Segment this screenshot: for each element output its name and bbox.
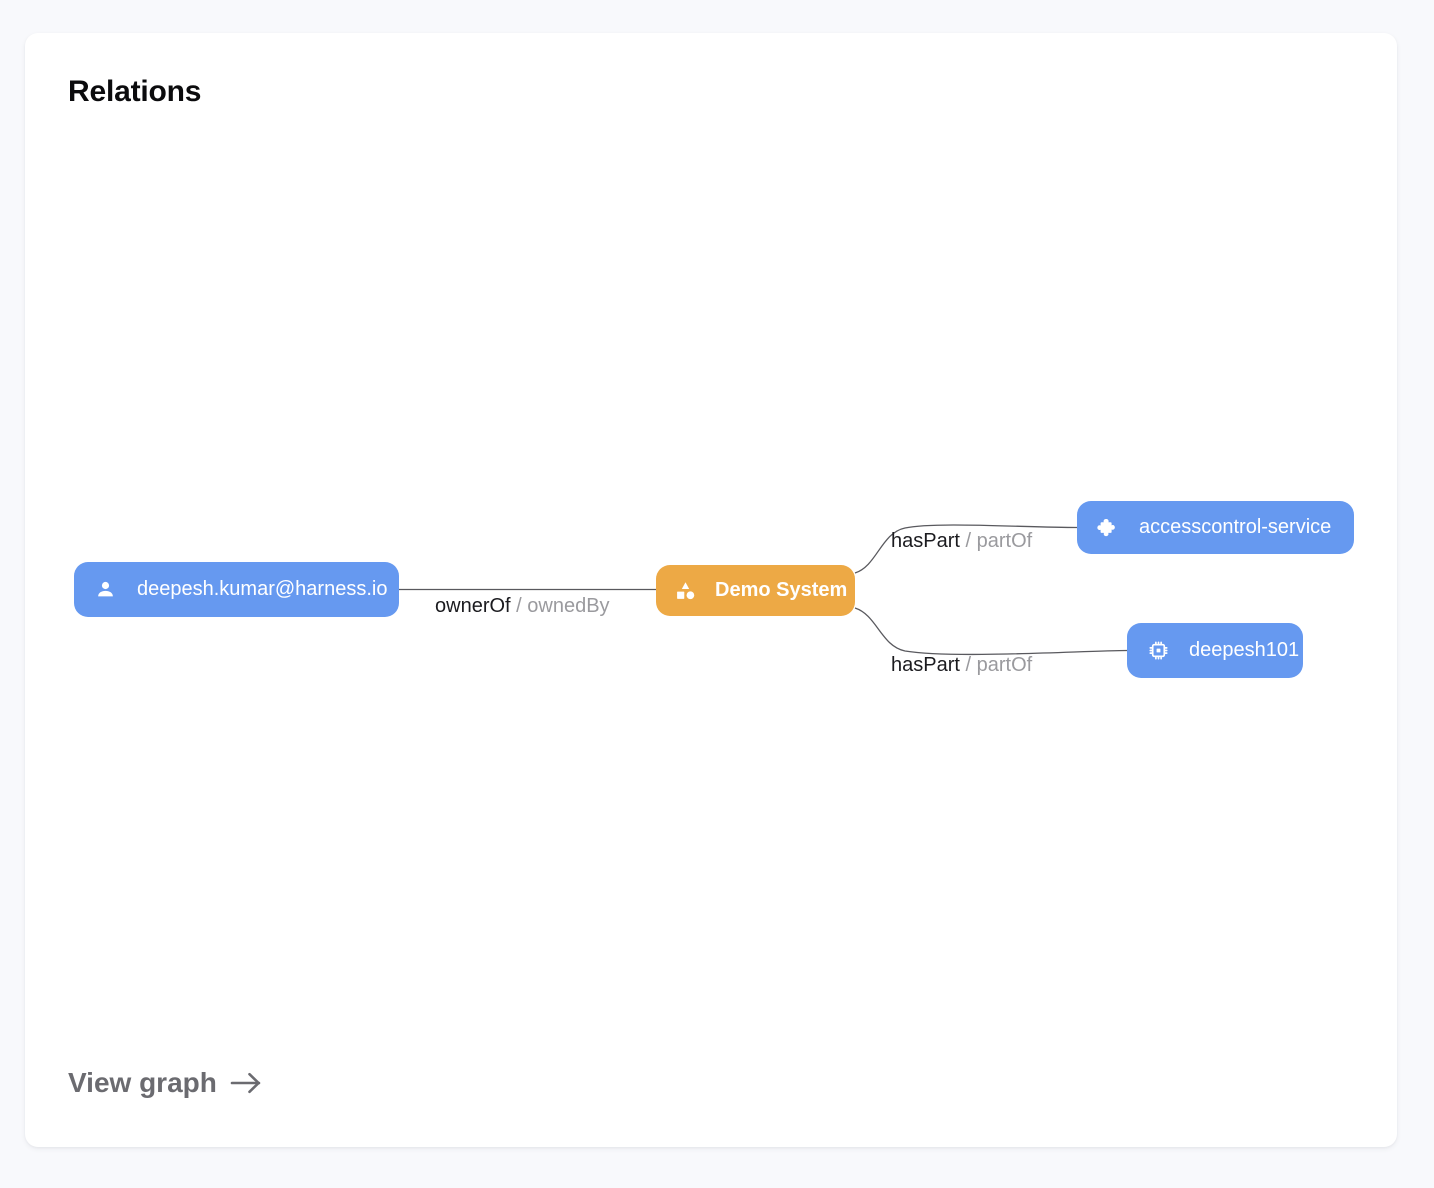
edge-label-part-2: hasPart / partOf [891,654,1032,677]
edge-relation-separator: / [965,530,972,552]
edge-relation-separator: / [965,654,972,676]
edge-label-owner: ownerOf / ownedBy [435,595,610,618]
shapes-icon [674,580,696,602]
page-title: Relations [68,75,202,108]
graph-node-label: accesscontrol-service [1139,516,1332,538]
person-icon [94,579,116,601]
relations-graph[interactable]: deepesh.kumar@harness.io Demo System acc… [25,33,1397,1147]
view-graph-link[interactable]: View graph [68,1067,263,1099]
relations-card: Relations deepesh.kumar@harness.io [25,33,1397,1147]
edge-relation-primary: ownerOf [435,595,511,617]
cpu-chip-icon [1147,640,1169,662]
arrow-right-icon [229,1069,263,1097]
graph-node-system[interactable]: Demo System [656,565,855,616]
graph-node-user[interactable]: deepesh.kumar@harness.io [74,562,399,617]
puzzle-piece-icon [1096,517,1118,539]
edge-label-part-1: hasPart / partOf [891,530,1032,553]
edge-relation-inverse: partOf [976,530,1033,552]
graph-node-component[interactable]: accesscontrol-service [1077,501,1354,554]
graph-node-label: deepesh101 [1189,639,1300,661]
graph-node-label: Demo System [715,579,848,601]
edge-relation-inverse: partOf [976,654,1033,676]
edge-part-2-path [854,607,1128,656]
graph-node-label: deepesh.kumar@harness.io [137,578,388,600]
edge-relation-primary: hasPart [891,654,960,676]
edge-relation-inverse: ownedBy [527,595,610,617]
view-graph-label: View graph [68,1067,217,1098]
graph-node-resource[interactable]: deepesh101 [1127,623,1303,678]
edge-relation-separator: / [516,595,522,617]
edge-relation-primary: hasPart [891,530,960,552]
